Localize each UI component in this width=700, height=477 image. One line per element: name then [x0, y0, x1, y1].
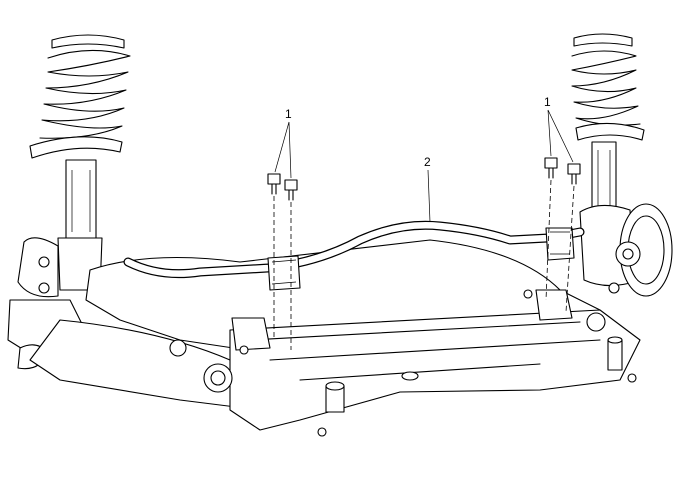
leader-lines	[274, 109, 574, 223]
callout-2: 2	[424, 155, 431, 169]
callout-1-right: 1	[544, 95, 551, 109]
callout-1-left: 1	[285, 107, 292, 121]
bolt-right-b	[565, 163, 581, 313]
left-strut-assembly	[7, 34, 131, 370]
right-strut-assembly	[571, 33, 673, 297]
subframe	[29, 239, 641, 437]
stabilizer-bar	[123, 220, 585, 291]
bolt-left-a	[267, 173, 281, 340]
bolt-right-a	[544, 157, 558, 301]
bolt-left-b	[284, 179, 298, 350]
